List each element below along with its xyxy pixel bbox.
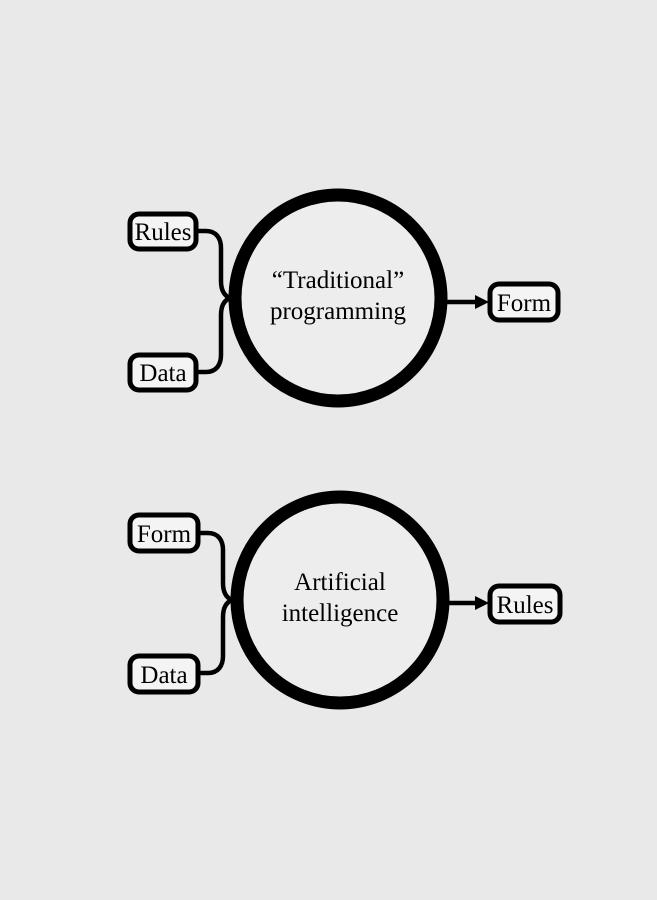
input-box-data-top-shape <box>127 352 199 393</box>
diagram-traditional-programming: “Traditional” programming Rules Data For… <box>127 188 561 408</box>
input-box-data-bottom[interactable]: Data <box>127 653 201 695</box>
connector-input-1-bottom <box>195 597 235 676</box>
arrow-head-output-bottom <box>475 596 489 610</box>
input-box-form-bottom-label: Form <box>137 521 192 548</box>
input-box-data-top[interactable]: Data <box>127 352 199 393</box>
input-box-form-bottom-shape <box>127 512 201 554</box>
output-box-form-top-label: Form <box>497 290 552 317</box>
input-box-rules-top-shape <box>127 211 199 252</box>
arrow-head-output-top <box>475 295 489 309</box>
hub-label-line2-artificial-intelligence: intelligence <box>282 600 399 627</box>
input-box-rules-top[interactable]: Rules <box>127 211 199 252</box>
hub-circle-artificial-intelligence <box>230 490 450 710</box>
output-box-rules-bottom-label: Rules <box>497 592 554 619</box>
hub-circle-traditional <box>228 188 448 408</box>
input-box-data-top-label: Data <box>139 360 186 387</box>
output-box-form-top-shape <box>487 281 561 323</box>
hub-label-line1-artificial-intelligence: Artificial <box>294 569 386 596</box>
input-box-form-bottom[interactable]: Form <box>127 512 201 554</box>
input-box-rules-top-label: Rules <box>135 219 192 246</box>
output-box-rules-bottom[interactable]: Rules <box>487 583 563 625</box>
input-box-data-bottom-label: Data <box>140 662 187 689</box>
output-box-form-top[interactable]: Form <box>487 281 561 323</box>
connector-input-0-top <box>193 228 233 301</box>
connector-input-0-bottom <box>195 530 235 603</box>
diagram-artificial-intelligence: Artificial intelligence Form Data Rules <box>127 490 563 710</box>
input-box-data-bottom-shape <box>127 653 201 695</box>
hub-label-line1-traditional: “Traditional” <box>272 267 404 294</box>
output-box-rules-bottom-shape <box>487 583 563 625</box>
connector-input-1-top <box>193 295 233 375</box>
hub-label-line2-traditional: programming <box>270 298 407 325</box>
